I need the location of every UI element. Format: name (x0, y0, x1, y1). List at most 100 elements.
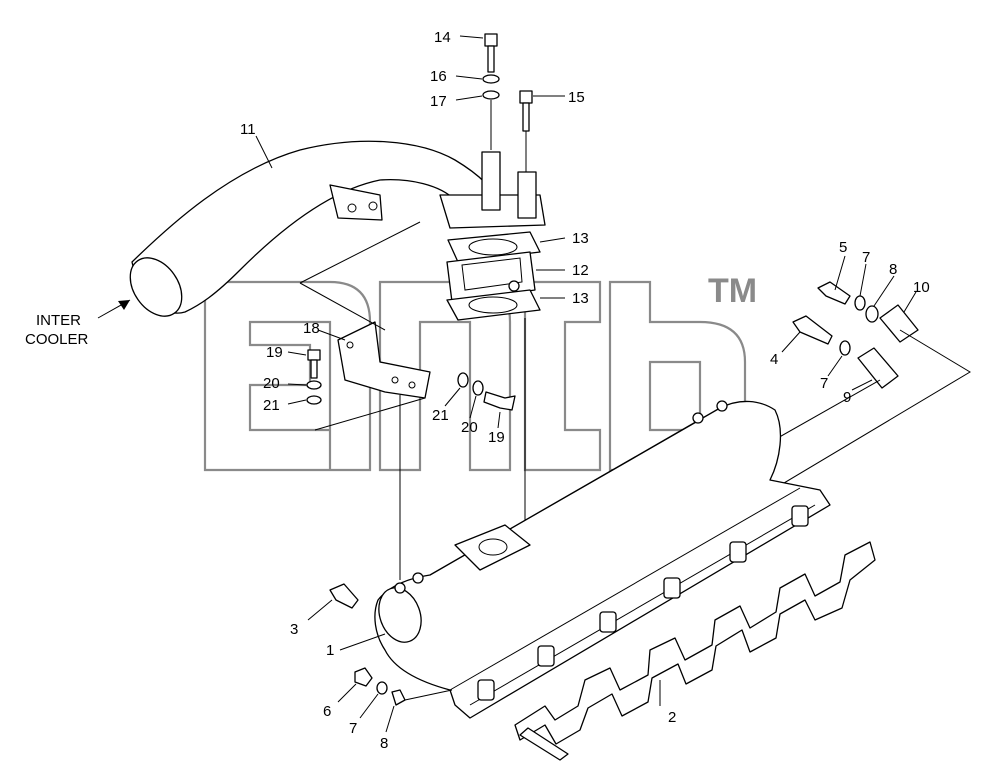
watermark-trademark: TM (708, 272, 757, 310)
bolt-3 (329, 583, 359, 609)
bracket-hole (346, 341, 354, 349)
leader-11 (255, 135, 273, 169)
label-20-right: 20 (461, 419, 478, 436)
leader-17 (455, 95, 483, 101)
part-labels: 14 16 17 15 11 13 12 13 18 19 20 21 21 2… (25, 29, 930, 752)
label-19-right: 19 (488, 429, 505, 446)
upper-gasket-hole (468, 238, 518, 256)
leader-7-lower (359, 693, 379, 719)
manifold-inlet-flange (454, 524, 531, 571)
leader-13-top (539, 237, 566, 243)
spacer-9 (857, 347, 899, 389)
heater-element (461, 257, 523, 291)
manifold-gasket (514, 541, 876, 761)
leader-5 (834, 255, 846, 291)
pipe-boss-right (517, 171, 537, 219)
washer-17 (482, 90, 500, 100)
watermark: TM (203, 272, 757, 472)
leader-19-right (497, 411, 501, 429)
leader-7-mid (827, 355, 843, 377)
manifold-port (599, 611, 617, 633)
leader-19-left (287, 351, 307, 356)
assembly-line (404, 689, 453, 701)
bracket-hole (408, 381, 416, 389)
heater-terminal (508, 280, 520, 292)
bracket-group (299, 221, 526, 580)
bolt-19-right (483, 391, 516, 411)
manifold-inlet-hole (478, 538, 508, 556)
leader-3 (307, 599, 333, 621)
lower-gasket-hole (468, 296, 518, 314)
label-10: 10 (913, 279, 930, 296)
manifold-body (374, 400, 831, 719)
manifold-port (791, 505, 809, 527)
label-7-lower: 7 (349, 720, 357, 737)
label-20-left: 20 (263, 375, 280, 392)
manifold-stud-bolt (519, 727, 569, 761)
leader-8-lower (385, 705, 395, 733)
assembly-line (299, 282, 386, 331)
washer-7-mid (839, 340, 851, 356)
inter-cooler-label-line1: INTER (36, 312, 81, 329)
leader-1 (339, 633, 386, 651)
manifold-end-cap (378, 587, 422, 643)
nut-8-lower (391, 689, 406, 706)
leader-20-right (469, 395, 477, 419)
bolt-19-left-head (307, 349, 321, 361)
label-18: 18 (303, 320, 320, 337)
assembly-line (314, 397, 426, 431)
leader-10 (903, 291, 917, 313)
top-fasteners (482, 33, 533, 172)
leader-9 (851, 379, 873, 391)
intake-manifold (374, 400, 831, 719)
bolt-14-shank (487, 45, 495, 73)
bracket-hole (391, 376, 399, 384)
leader-18 (317, 329, 346, 341)
pipe-bracket (329, 184, 383, 221)
label-13-top: 13 (572, 230, 589, 247)
manifold-stud (412, 572, 424, 584)
washer-8-upper (865, 305, 879, 323)
label-3: 3 (290, 621, 298, 638)
label-14: 14 (434, 29, 451, 46)
label-7-upper: 7 (862, 249, 870, 266)
nut-6 (354, 667, 373, 687)
manifold-port (663, 577, 681, 599)
manifold-port (537, 645, 555, 667)
manifold-stud (716, 400, 728, 412)
leader-21-left (287, 399, 307, 405)
intake-pipe (129, 140, 546, 317)
pipe-body (131, 140, 501, 314)
leader-8-upper (873, 275, 895, 307)
washer-20-left (306, 380, 322, 390)
leader-6 (337, 683, 357, 703)
leader-7-upper (859, 263, 867, 297)
bolt-19-left-shank (310, 359, 318, 379)
watermark-letter-1 (203, 280, 372, 472)
label-8-lower: 8 (380, 735, 388, 752)
label-6: 6 (323, 703, 331, 720)
leader-4 (781, 331, 801, 353)
bolt-15-shank (522, 102, 530, 132)
label-19-left: 19 (266, 344, 283, 361)
manifold-flange-edge (449, 487, 801, 691)
label-13-bottom: 13 (572, 290, 589, 307)
washer-7-upper (854, 295, 866, 311)
watermark-letter-3 (523, 280, 602, 472)
label-17: 17 (430, 93, 447, 110)
manifold-stud (692, 412, 704, 424)
manifold-port (729, 541, 747, 563)
label-21-right: 21 (432, 407, 449, 424)
label-15: 15 (568, 89, 585, 106)
manifold-stud (394, 582, 406, 594)
label-1: 1 (326, 642, 334, 659)
spacer-10 (879, 304, 919, 343)
pipe-bracket-hole (368, 201, 378, 211)
leader-16 (455, 75, 483, 80)
right-fasteners (579, 281, 971, 561)
heater-stack (446, 231, 541, 321)
manifold-flange-edge (469, 504, 816, 706)
label-5: 5 (839, 239, 847, 256)
